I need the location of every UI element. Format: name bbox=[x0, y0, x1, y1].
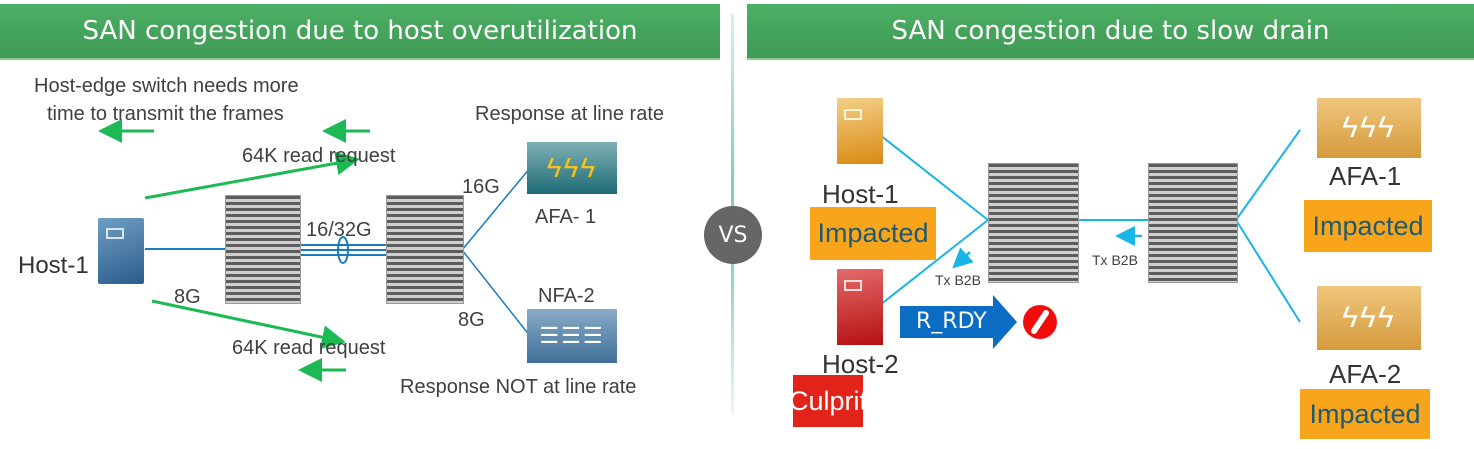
note-line-1: Host-edge switch needs more bbox=[34, 75, 299, 97]
blocked-icon bbox=[1023, 305, 1057, 339]
arrow-tx-b2b-left bbox=[952, 247, 974, 269]
r-rdy-arrow bbox=[900, 295, 1017, 349]
afa1-storage-icon: ϟϟϟ bbox=[527, 142, 617, 194]
san-switch-1-r bbox=[988, 163, 1079, 283]
read-request-bottom-label: 64K read request bbox=[232, 337, 386, 359]
host1-server-icon-r bbox=[837, 98, 883, 164]
host1-label-r: Host-1 bbox=[822, 179, 899, 209]
nfa2-storage-icon: ☰☰☰ bbox=[527, 309, 617, 363]
afa1-label-r: AFA-1 bbox=[1329, 161, 1402, 191]
afa1-label: AFA- 1 bbox=[535, 206, 597, 228]
link-switch2-afa1-r bbox=[1235, 129, 1301, 221]
nfa2-label: NFA-2 bbox=[538, 285, 595, 307]
note-line-2: time to transmit the frames bbox=[47, 103, 284, 125]
link-switch2-afa1 bbox=[461, 167, 531, 251]
san-switch-1 bbox=[225, 195, 301, 304]
host2-server-icon-r bbox=[837, 269, 883, 345]
response-not-line-rate-label: Response NOT at line rate bbox=[400, 376, 637, 398]
san-switch-2 bbox=[386, 195, 464, 304]
nfa-link-speed: 8G bbox=[458, 309, 485, 331]
response-line-rate-label: Response at line rate bbox=[475, 103, 665, 125]
right-panel-title: SAN congestion due to slow drain bbox=[747, 4, 1474, 60]
host1-label: Host-1 bbox=[18, 252, 89, 279]
link-switch2-nfa2 bbox=[461, 249, 531, 337]
vs-badge: VS bbox=[704, 206, 762, 264]
san-switch-2-r bbox=[1148, 163, 1238, 283]
r-rdy-label: R_RDY bbox=[916, 309, 987, 334]
tx-b2b-left-label: Tx B2B bbox=[935, 272, 981, 288]
host1-server-icon bbox=[98, 218, 144, 284]
tx-b2b-right-label: Tx B2B bbox=[1092, 252, 1138, 268]
afa2-status-badge: Impacted bbox=[1300, 389, 1430, 439]
host-link-speed: 8G bbox=[174, 286, 201, 308]
host2-status-badge: Culprit bbox=[789, 375, 867, 427]
afa2-label-r: AFA-2 bbox=[1329, 359, 1402, 389]
isl-bundle-ring bbox=[337, 236, 349, 264]
host1-status-badge: Impacted bbox=[810, 207, 936, 260]
isl-speed: 16/32G bbox=[306, 219, 372, 241]
link-host1-switch1-r bbox=[879, 134, 989, 221]
afa-link-speed: 16G bbox=[462, 176, 500, 198]
link-host2-switch1-r bbox=[879, 219, 989, 306]
afa2-storage-icon-r: ϟϟϟ bbox=[1317, 286, 1421, 350]
arrow-read-request-top bbox=[144, 151, 360, 200]
afa1-storage-icon-r: ϟϟϟ bbox=[1317, 98, 1421, 158]
afa1-status-badge: Impacted bbox=[1304, 200, 1432, 252]
read-request-top-label: 64K read request bbox=[242, 145, 396, 167]
left-panel-title: SAN congestion due to host overutilizati… bbox=[0, 4, 720, 60]
arrow-read-request-bottom bbox=[151, 299, 346, 349]
link-switch2-afa2-r bbox=[1235, 219, 1301, 323]
host2-label: Host-2 bbox=[822, 349, 899, 379]
